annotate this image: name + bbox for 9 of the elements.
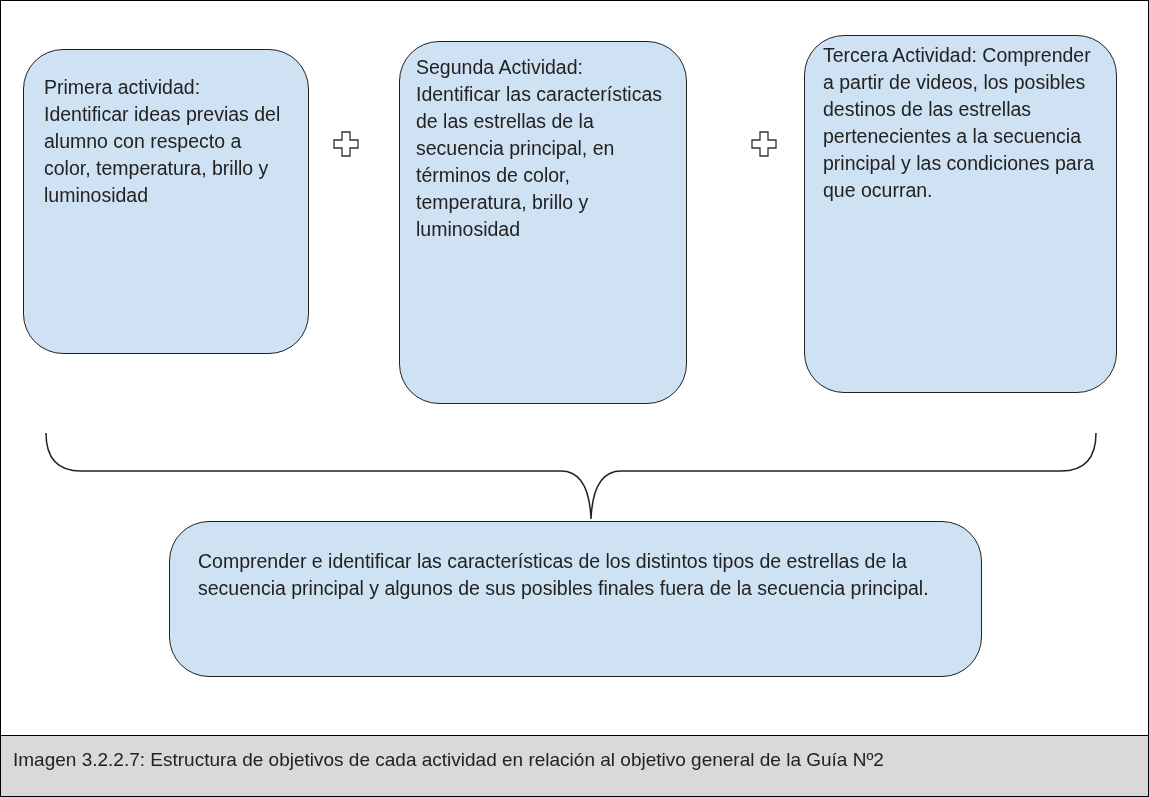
rounded-box (399, 41, 687, 404)
box-text: Primera actividad: Identificar ideas previas del alumno con respecto a color, temperatura, brillo y luminosidad (44, 75, 282, 208)
rounded-box (23, 49, 309, 354)
box-text: Comprender e identificar las características de los distintos tipos de estrellas de la secuencia principal y algunos de sus posibles finales fuera de la secuencia principal. (198, 549, 930, 601)
box-text: Tercera Actividad: Comprender a partir de videos, los posibles destinos de las estrellas pertenecientes a la secuencia principal y las condiciones para que ocurran. (823, 43, 1095, 203)
rounded-box (169, 521, 982, 677)
caption: Imagen 3.2.2.7: Estructura de objetivos de cada actividad en relación al objetivo general de la Guía Nº2 (1, 735, 1148, 796)
box-text: Segunda Actividad: Identificar las características de las estrellas de la secuencia principal, en términos de color, temperatura, brillo y luminosidad (416, 55, 663, 242)
rounded-box (804, 35, 1117, 393)
